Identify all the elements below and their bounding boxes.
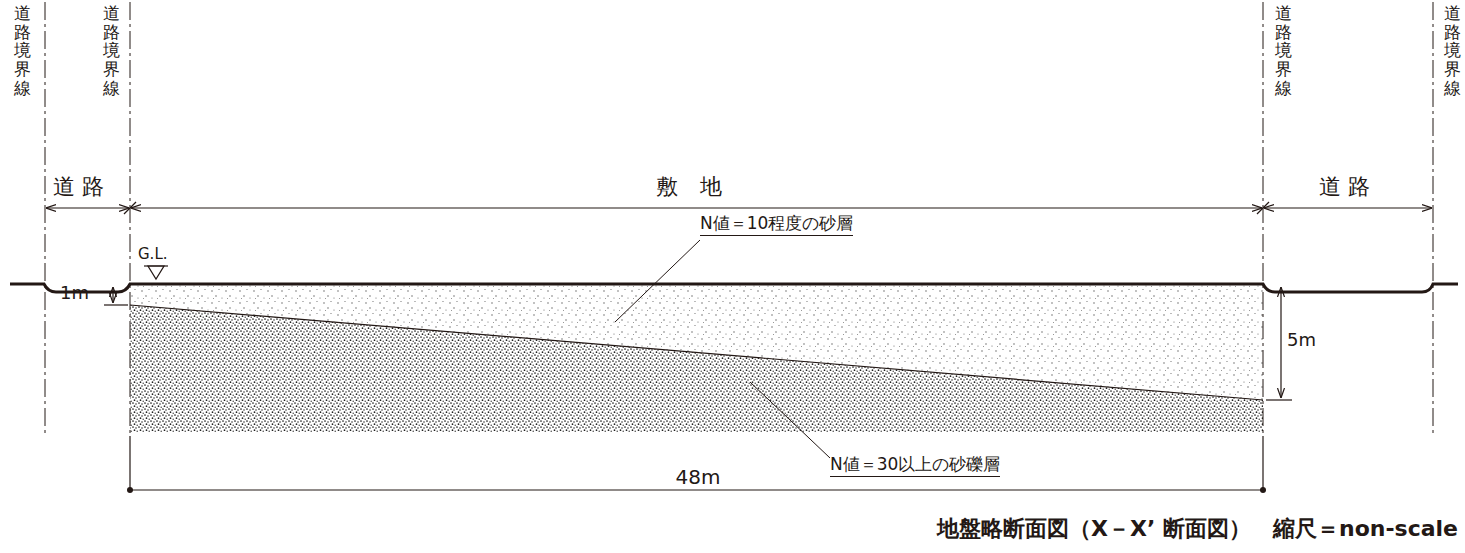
width-dimension [46, 202, 1432, 214]
gravel-layer [130, 305, 1263, 432]
boundary-label: 道路境界線 [1444, 4, 1461, 97]
layer-label: N値＝10程度の砂層 [700, 214, 853, 236]
depth-dimension-1m [104, 287, 128, 305]
road-label: 道路 [1319, 174, 1376, 199]
road-label: 道路 [53, 174, 110, 199]
site-label: 敷地 [656, 174, 744, 199]
road-boundary-lines [45, 2, 1433, 436]
site-length-dimension [130, 436, 1263, 490]
boundary-label: 道路境界線 [14, 4, 31, 97]
ground-line [10, 284, 1458, 292]
figure-caption: 地盤略断面図（X－X’ 断面図） 縮尺＝non-scale [937, 516, 1458, 541]
dimension-dot [1260, 487, 1266, 493]
boundary-label: 道路境界線 [103, 4, 120, 97]
dimension-label: 48m [673, 466, 724, 489]
layer-boundary [130, 305, 1263, 400]
layer-label: N値＝30以上の砂礫層 [830, 455, 1000, 477]
gl-symbol [144, 265, 168, 266]
leader-line [750, 382, 830, 458]
gl-label: G.L. [138, 246, 168, 263]
dimension-dot [127, 487, 133, 493]
dimension-label: 1m [60, 283, 89, 304]
boundary-label: 道路境界線 [1275, 4, 1292, 97]
gl-symbol [148, 266, 164, 279]
leader-line [615, 240, 700, 322]
dimension-label: 5m [1287, 330, 1316, 351]
